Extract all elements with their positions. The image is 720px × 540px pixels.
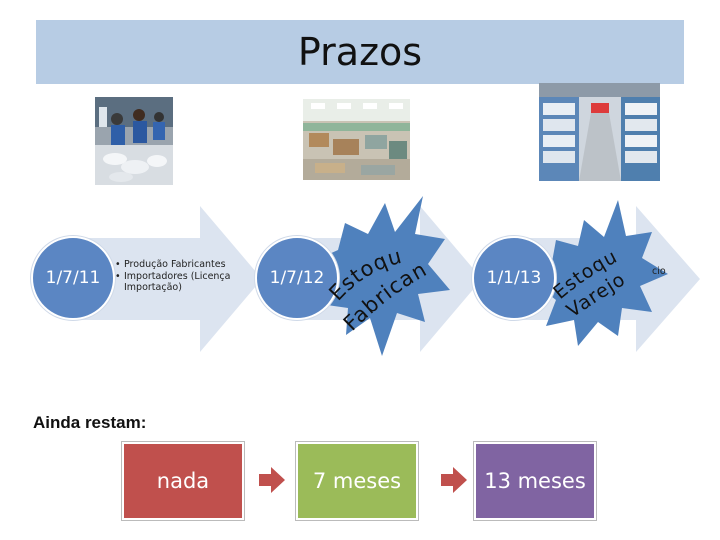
svg-text:Estoque: Estoque: [0, 0, 405, 305]
remaining-label: Ainda restam:: [33, 413, 147, 432]
remaining-box-2-text: 7 meses: [312, 469, 402, 493]
burst-text-1-word2: Fabricante: [0, 0, 430, 335]
timeline-diagram: [70, 196, 700, 356]
burst-text-1: Estoque Fabricante Estoque Varejo: [0, 0, 629, 335]
date-circle-3: 1/1/13: [472, 236, 556, 320]
date-label-1: 1/7/11: [45, 268, 101, 288]
retail-store-photo: [539, 83, 660, 181]
flow-arrow-2: [441, 467, 467, 493]
date-circle-2: 1/7/12: [255, 236, 339, 320]
remaining-box-3-text: 13 meses: [484, 469, 586, 493]
burst-shape-2: [536, 200, 668, 346]
title-bar: Prazos: [36, 20, 684, 84]
date-label-3: 1/1/13: [486, 268, 542, 288]
burst-shape-1: [316, 196, 450, 356]
bullet-list: Produção Fabricantes Importadores (Licen…: [114, 259, 244, 294]
date-circle-1: 1/7/11: [31, 236, 115, 320]
svg-text:Estoque: Estoque: [0, 0, 621, 304]
remaining-box-1-text: nada: [156, 469, 210, 493]
svg-text:Fabricante: Fabricante: [0, 0, 431, 335]
burst-text-1-word1: Estoque: [0, 0, 404, 305]
page-title: Prazos: [297, 30, 423, 74]
burst-text-2-word1: Estoque: [0, 0, 620, 304]
remaining-box-3: 13 meses: [474, 442, 596, 520]
flow-arrow-1: [259, 467, 285, 493]
cut-off-text: cio: [652, 266, 666, 277]
bullet-item-importers: Importadores (Licença Importação): [114, 271, 244, 294]
remaining-box-1: nada: [122, 442, 244, 520]
remaining-box-2: 7 meses: [296, 442, 418, 520]
factory-workers-photo: [95, 97, 173, 185]
bullet-item-production: Produção Fabricantes: [114, 259, 244, 271]
factory-floor-photo: [303, 99, 410, 180]
date-label-2: 1/7/12: [269, 268, 325, 288]
